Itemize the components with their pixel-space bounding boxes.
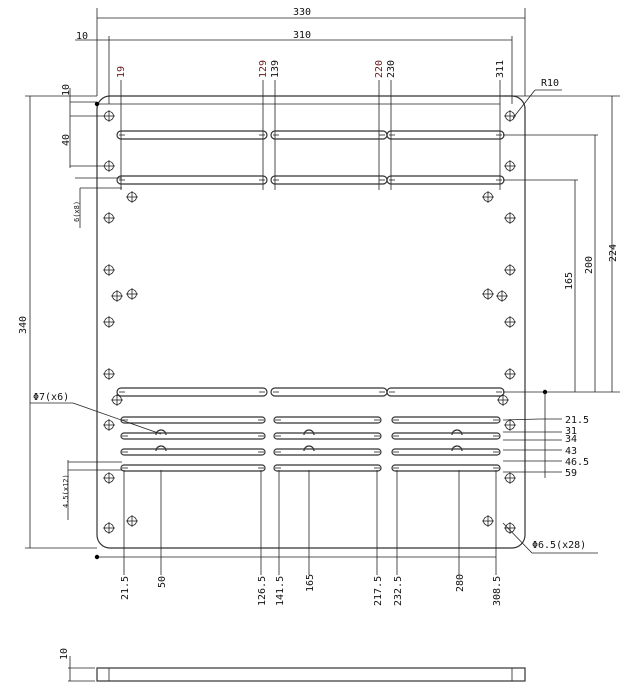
side-view (96, 667, 526, 682)
slot (391, 416, 501, 424)
slot (386, 175, 505, 185)
large-hole (451, 429, 463, 436)
dimension-line (72, 402, 162, 435)
dim-slot-width-bottom: 4.5(x12) (62, 474, 70, 508)
dim-overall-width: 330 (293, 7, 311, 18)
dim-bottom-pos: 141.5 (275, 576, 286, 606)
slot (116, 130, 268, 140)
slot (391, 432, 501, 440)
dimension-line (502, 418, 541, 421)
dim-top-hole-offset: 10 (61, 84, 72, 96)
slot (386, 387, 505, 397)
dim-top-pos: 311 (495, 60, 506, 78)
small-hole-note: Φ6.5(x28) (532, 540, 586, 551)
slot (116, 175, 268, 185)
dimension-line (512, 89, 536, 119)
dim-bottom-pos: 126.5 (257, 576, 268, 606)
slot (386, 130, 505, 140)
dim-right: 224 (608, 244, 619, 262)
dim-row: 34 (565, 434, 577, 445)
dim-row: 46.5 (565, 457, 589, 468)
dim-thickness: 10 (59, 648, 70, 660)
dim-row: 43 (565, 446, 577, 457)
dim-hole-pitch: 40 (61, 134, 72, 146)
corner-radius-label: R10 (541, 78, 559, 89)
dim-bottom-pos: 308.5 (492, 576, 503, 606)
large-hole (155, 445, 167, 452)
large-hole (155, 429, 167, 436)
dim-bottom-pos: 165 (305, 574, 316, 592)
plate-outline (96, 95, 526, 549)
dim-inner-width: 310 (293, 30, 311, 41)
slot (273, 448, 382, 456)
dim-bottom-pos: 280 (455, 574, 466, 592)
dim-height: 340 (18, 316, 29, 334)
slot (273, 464, 382, 472)
dim-top-pos: 19 (116, 66, 127, 78)
slot (273, 416, 382, 424)
slot (120, 464, 266, 472)
slot (391, 448, 501, 456)
slot (120, 432, 266, 440)
dim-left-offset: 10 (76, 31, 88, 42)
slot (270, 130, 388, 140)
dim-right: 165 (564, 272, 575, 290)
dim-top-pos: 139 (270, 60, 281, 78)
dim-row: 59 (565, 468, 577, 479)
large-hole (303, 429, 315, 436)
dim-top-pos: 220 (374, 60, 385, 78)
slot (116, 387, 268, 397)
dim-row: 31 (565, 426, 577, 437)
slot (120, 416, 266, 424)
large-hole (303, 445, 315, 452)
slot (120, 448, 266, 456)
dim-bottom-pos: 50 (157, 576, 168, 588)
big-hole-note: Φ7(x6) (33, 392, 69, 403)
slot (273, 432, 382, 440)
drawing-geometry (25, 8, 620, 682)
dim-slot-width-top: 6(x8) (73, 201, 81, 222)
dim-top-pos: 230 (386, 60, 397, 78)
dim-top-pos: 129 (258, 60, 269, 78)
datum-dot (94, 101, 100, 107)
large-hole (451, 445, 463, 452)
dim-bottom-pos: 217.5 (373, 576, 384, 606)
dim-row: 21.5 (565, 415, 589, 426)
dim-bottom-pos: 21.5 (120, 576, 131, 600)
slot (391, 464, 501, 472)
slot (270, 387, 388, 397)
slot (270, 175, 388, 185)
dim-right: 200 (584, 256, 595, 274)
dim-bottom-pos: 232.5 (393, 576, 404, 606)
dimension-line (502, 522, 533, 554)
datum-dot (94, 554, 100, 560)
